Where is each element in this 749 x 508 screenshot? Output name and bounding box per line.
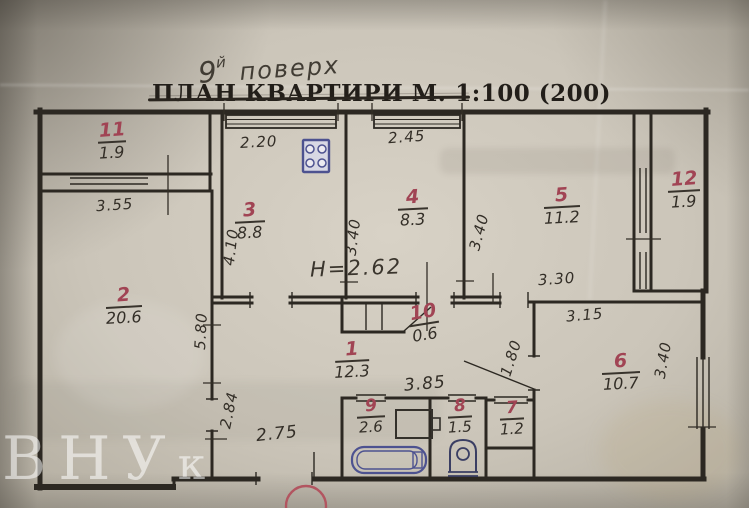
room-area: 0.6 xyxy=(411,323,440,346)
room-area: 11.2 xyxy=(543,207,581,228)
dim-room5-width: 3.30 xyxy=(537,268,576,290)
room-area: 1.5 xyxy=(447,417,473,437)
room-label-10: 10 0.6 xyxy=(407,299,441,346)
room-number: 4 xyxy=(405,185,421,209)
windows-and-doors xyxy=(70,168,710,485)
interior-walls xyxy=(40,110,706,490)
room-number: 5 xyxy=(554,183,570,207)
dim-room2-width: 3.55 xyxy=(95,194,134,216)
toilet-icon xyxy=(448,438,478,477)
room-label-7: 7 1.2 xyxy=(499,397,525,439)
dim-kitchen-window: 2.20 xyxy=(239,132,278,152)
room-area: 10.7 xyxy=(602,373,640,394)
page-title: ПЛАН КВАРТИРИ М. 1:100 (200) xyxy=(152,80,612,107)
dim-room4-window: 2.45 xyxy=(387,126,426,148)
room-area: 1.2 xyxy=(499,419,525,439)
ceiling-height-label: Н=2.62 xyxy=(309,254,403,282)
room-label-6: 6 10.7 xyxy=(601,349,641,394)
room-area: 2.6 xyxy=(358,417,384,437)
room-label-9: 9 2.6 xyxy=(356,395,386,437)
title-struck-part: ПЛАН КВАРТИРИ М. xyxy=(152,80,447,107)
room-label-1: 1 12.3 xyxy=(333,337,371,382)
room-label-11: 11 1.9 xyxy=(97,118,127,163)
room-number: 12 xyxy=(669,167,698,191)
room-number: 6 xyxy=(613,349,629,373)
window-sill-room3 xyxy=(225,114,337,129)
dimension-ticks xyxy=(167,103,716,440)
room-area: 12.3 xyxy=(333,361,371,382)
floor-suffix: й xyxy=(215,53,227,72)
room-area: 1.9 xyxy=(670,191,698,212)
room-area: 20.6 xyxy=(105,307,143,328)
dim-room2-depth: 5.80 xyxy=(191,311,211,351)
window-sill-room4 xyxy=(373,114,461,129)
room-label-5: 5 11.2 xyxy=(543,183,581,228)
room-number: 3 xyxy=(242,198,258,222)
room-label-8: 8 1.5 xyxy=(447,395,473,437)
bathtub-icon xyxy=(350,445,428,475)
room-label-4: 4 8.3 xyxy=(397,185,429,230)
entrance-stamp-icon xyxy=(284,484,328,508)
room-label-2: 2 20.6 xyxy=(105,283,143,328)
dim-room6-width: 3.15 xyxy=(565,304,605,326)
sink-icon xyxy=(395,409,441,439)
stove-icon xyxy=(301,138,331,174)
room-number: 11 xyxy=(97,118,126,142)
title-scale-part: 1:100 (200) xyxy=(455,80,612,107)
room-number: 8 xyxy=(453,395,467,417)
room-number: 9 xyxy=(364,395,378,417)
room-number: 2 xyxy=(116,283,132,307)
room-label-12: 12 1.9 xyxy=(667,167,701,212)
room-area: 1.9 xyxy=(98,142,126,163)
room-area: 8.3 xyxy=(399,209,427,230)
room-number: 1 xyxy=(344,337,360,361)
dim-bath-block-width: 3.85 xyxy=(403,372,447,396)
room-number: 7 xyxy=(505,397,519,419)
